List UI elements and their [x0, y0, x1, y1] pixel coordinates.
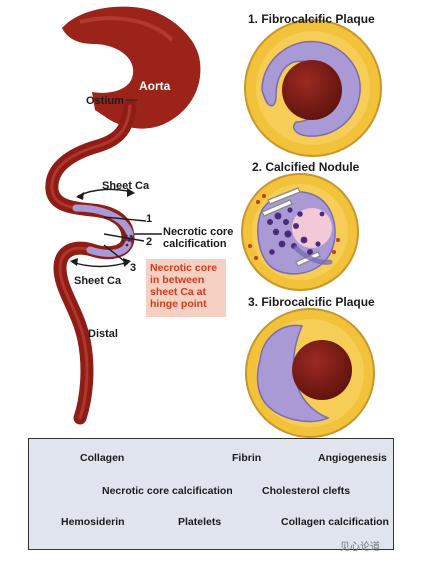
- legend-cholesterol-clefts-label: Cholesterol clefts: [262, 485, 351, 497]
- panel-1-cross-section: [244, 19, 382, 157]
- legend-fibrin-label: Fibrin: [232, 452, 262, 464]
- legend-necrotic-core-calcification-label: Necrotic core calcification: [102, 485, 233, 497]
- necrotic-core-calcification-label-line1: Necrotic core: [163, 226, 234, 238]
- callout-line-3: sheet Ca at: [150, 286, 207, 299]
- legend-collagen-label: Collagen: [80, 452, 125, 464]
- panel-1-lumen: [282, 60, 342, 120]
- marker-1-label: 1: [146, 213, 153, 225]
- watermark-text: 见心论道: [340, 542, 380, 553]
- distal-label: Distal: [88, 328, 118, 340]
- legend-collagen-calcification-label: Collagen calcification: [281, 516, 389, 528]
- sheet-calcification-upper: [72, 204, 134, 238]
- sheet-ca-top-label: Sheet Ca: [102, 180, 150, 192]
- panel-3-cross-section: [245, 308, 375, 438]
- marker-2-label: 2: [146, 236, 153, 248]
- callout-line-2: in between: [150, 274, 205, 287]
- panel-2-necrotic-calcification: [267, 207, 325, 255]
- hinge-point-callout: Necrotic core in between sheet Ca at hin…: [146, 259, 226, 317]
- legend-hemosiderin-label: Hemosiderin: [61, 516, 125, 528]
- panel-1-calcification: [261, 40, 361, 137]
- necrotic-core-calcification-label-line2: calcification: [163, 238, 227, 250]
- aorta-illustration: [62, 6, 201, 129]
- legend-platelets-label: Platelets: [178, 516, 222, 528]
- panel-3-lumen: [292, 340, 352, 400]
- sheet-ca-bottom-label: Sheet Ca: [74, 275, 122, 287]
- legend-angiogenesis-label: Angiogenesis: [318, 452, 387, 464]
- callout-line-4: hinge point: [150, 298, 207, 311]
- panel-2-title: 2. Calcified Nodule: [252, 160, 360, 174]
- panel-2-cross-section: [241, 173, 359, 291]
- panel-2-angiogenesis: [248, 194, 340, 260]
- legend-box: [28, 438, 394, 550]
- sheet-ca-arrows: [70, 188, 162, 268]
- aorta-label: Aorta: [139, 79, 171, 93]
- marker-3-label: 3: [130, 262, 137, 274]
- panel-1-title: 1. Fibrocalcific Plaque: [248, 12, 375, 26]
- necrotic-core-dots: [121, 234, 133, 247]
- callout-line-1: Necrotic core: [150, 262, 218, 274]
- ostium-label: Ostium: [86, 95, 124, 107]
- panel-3-title: 3. Fibrocalcific Plaque: [248, 295, 375, 309]
